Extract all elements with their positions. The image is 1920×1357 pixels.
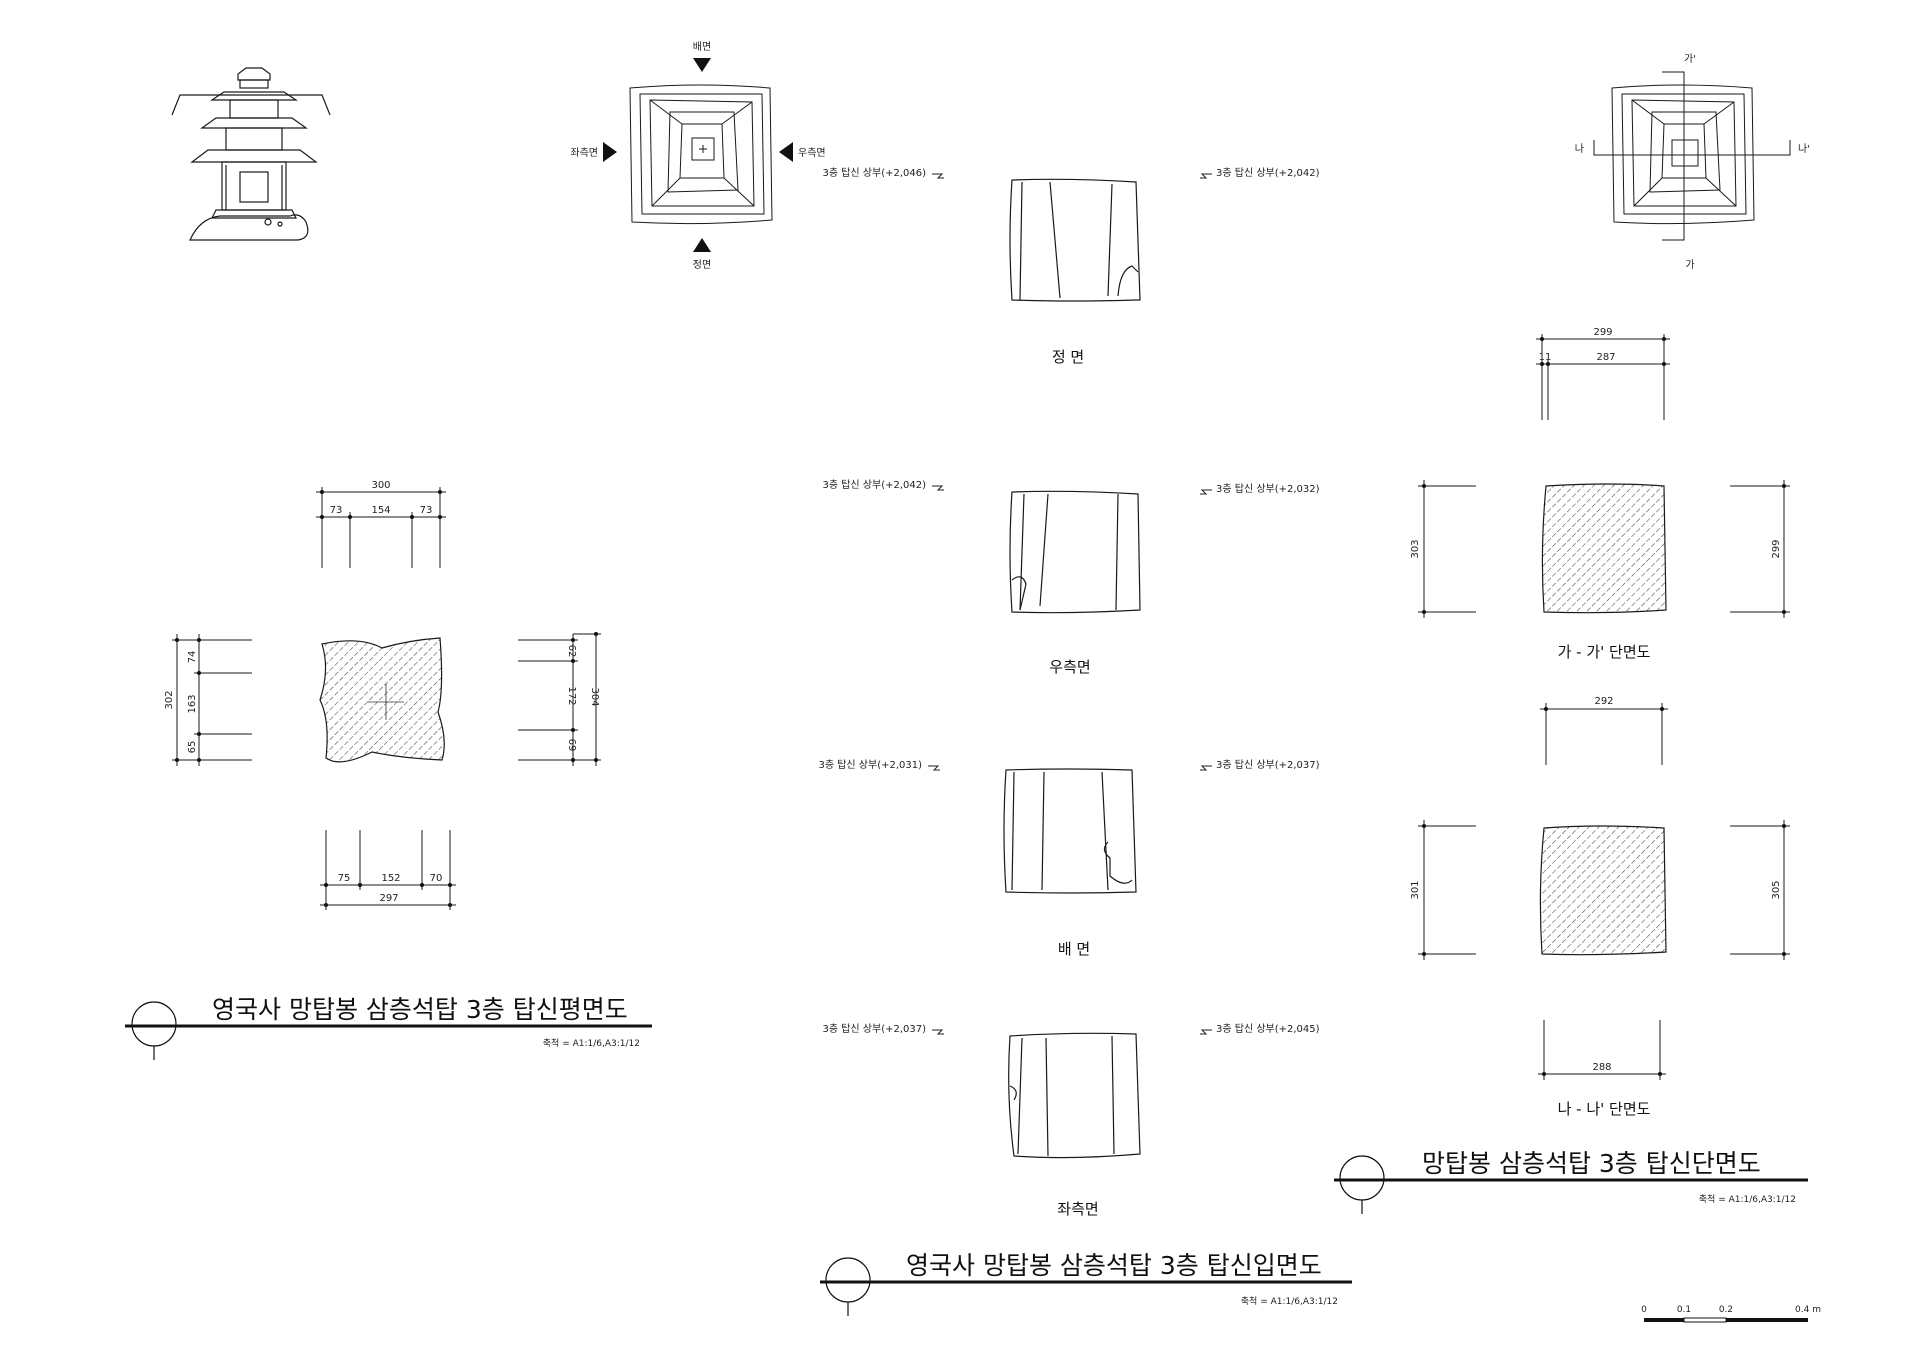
elev-front-label: 정 면 — [1052, 348, 1084, 366]
elevation-back: 3층 탑신 상부(+2,031) 3층 탑신 상부(+2,037) 배 면 — [818, 759, 1319, 958]
plan-top-total: 300 — [371, 480, 390, 491]
plan-right-total: 304 — [589, 687, 600, 706]
elevation-front: 3층 탑신 상부(+2,046) 3층 탑신 상부(+2,042) 정 면 — [822, 167, 1319, 366]
section-title: 망탑봉 삼층석탑 3층 탑신단면도 — [1422, 1149, 1761, 1178]
scale-bar: 0 0.1 0.2 0.4 m — [1641, 1305, 1821, 1323]
plan-top-part-2: 154 — [371, 505, 390, 516]
plan-bottom-part-3: 70 — [430, 873, 443, 884]
sec-b-bottom: 288 — [1592, 1062, 1611, 1073]
plan-top-part-3: 73 — [420, 505, 433, 516]
plan-left-part-3: 65 — [187, 741, 198, 754]
scale-tick-1: 0.1 — [1677, 1305, 1691, 1315]
elev-front-right-level: 3층 탑신 상부(+2,042) — [1216, 167, 1320, 179]
section-key-right: 나' — [1798, 143, 1810, 155]
plan-bottom-part-1: 75 — [338, 873, 351, 884]
sec-a-top-small: 11 — [1539, 352, 1552, 363]
key-left-label: 좌측면 — [570, 147, 598, 159]
plan-left-part-1: 74 — [187, 651, 198, 664]
plan-right-part-3: 69 — [566, 739, 577, 752]
sec-a-top-total: 299 — [1593, 327, 1612, 338]
plan-bottom-part-2: 152 — [381, 873, 400, 884]
elev-left-label: 좌측면 — [1057, 1200, 1098, 1218]
sec-a-label: 가 - 가' 단면도 — [1558, 643, 1651, 661]
elevation-scale: 축척 = A1:1/6,A3:1/12 — [1241, 1296, 1338, 1307]
elev-back-right-level: 3층 탑신 상부(+2,037) — [1216, 759, 1320, 771]
section-drawings: 299 287 11 303 299 가 - 가' 단면도 292 — [1334, 327, 1808, 1214]
plan-left-total: 302 — [164, 690, 175, 709]
section-key-bottom: 가 — [1685, 259, 1694, 271]
elevation-drawings: 3층 탑신 상부(+2,046) 3층 탑신 상부(+2,042) 정 면 3층… — [818, 167, 1352, 1316]
plan-right-part-1: 62 — [566, 645, 577, 658]
elev-right-right-level: 3층 탑신 상부(+2,032) — [1216, 483, 1320, 495]
elev-back-label: 배 면 — [1058, 940, 1090, 958]
sec-a-left: 303 — [1410, 539, 1421, 558]
key-back-label: 배면 — [693, 41, 711, 53]
plan-scale: 축척 = A1:1/6,A3:1/12 — [543, 1038, 640, 1049]
section-key-plan: 가' 가 나 나' — [1575, 53, 1810, 271]
elevation-left: 3층 탑신 상부(+2,037) 3층 탑신 상부(+2,045) 좌측면 — [822, 1023, 1319, 1218]
scale-tick-3: 0.4 m — [1795, 1305, 1821, 1315]
sec-b-label: 나 - 나' 단면도 — [1558, 1100, 1651, 1118]
elevation-right: 3층 탑신 상부(+2,042) 3층 탑신 상부(+2,032) 우측면 — [822, 479, 1319, 676]
sec-b-right: 305 — [1771, 880, 1782, 899]
elevation-title: 영국사 망탑봉 삼층석탑 3층 탑신입면도 — [906, 1251, 1322, 1280]
plan-drawing: 300 73 154 73 302 74 163 65 — [125, 480, 652, 1060]
section-key-top: 가' — [1684, 53, 1696, 65]
key-right-label: 우측면 — [798, 147, 826, 159]
sec-b-left: 301 — [1410, 880, 1421, 899]
scale-tick-2: 0.2 — [1719, 1305, 1733, 1315]
plan-title: 영국사 망탑봉 삼층석탑 3층 탑신평면도 — [212, 995, 628, 1024]
elev-back-left-level: 3층 탑신 상부(+2,031) — [818, 759, 922, 771]
sec-a-right: 299 — [1771, 539, 1782, 558]
orientation-key-plan: 배면 정면 좌측면 우측면 — [570, 41, 825, 271]
elev-left-left-level: 3층 탑신 상부(+2,037) — [822, 1023, 926, 1035]
plan-top-part-1: 73 — [330, 505, 343, 516]
key-front-label: 정면 — [693, 259, 711, 271]
elev-left-right-level: 3층 탑신 상부(+2,045) — [1216, 1023, 1320, 1035]
sec-a-top-inner: 287 — [1596, 352, 1615, 363]
elev-front-left-level: 3층 탑신 상부(+2,046) — [822, 167, 926, 179]
elev-right-label: 우측면 — [1049, 658, 1090, 676]
scale-tick-0: 0 — [1641, 1305, 1647, 1315]
sec-b-top: 292 — [1594, 696, 1613, 707]
section-scale: 축척 = A1:1/6,A3:1/12 — [1699, 1194, 1796, 1205]
pagoda-thumbnail — [171, 67, 331, 241]
section-key-left: 나 — [1575, 143, 1584, 155]
elev-right-left-level: 3층 탑신 상부(+2,042) — [822, 479, 926, 491]
plan-bottom-total: 297 — [379, 893, 398, 904]
plan-right-part-2: 172 — [566, 686, 577, 705]
plan-left-part-2: 163 — [187, 694, 198, 713]
